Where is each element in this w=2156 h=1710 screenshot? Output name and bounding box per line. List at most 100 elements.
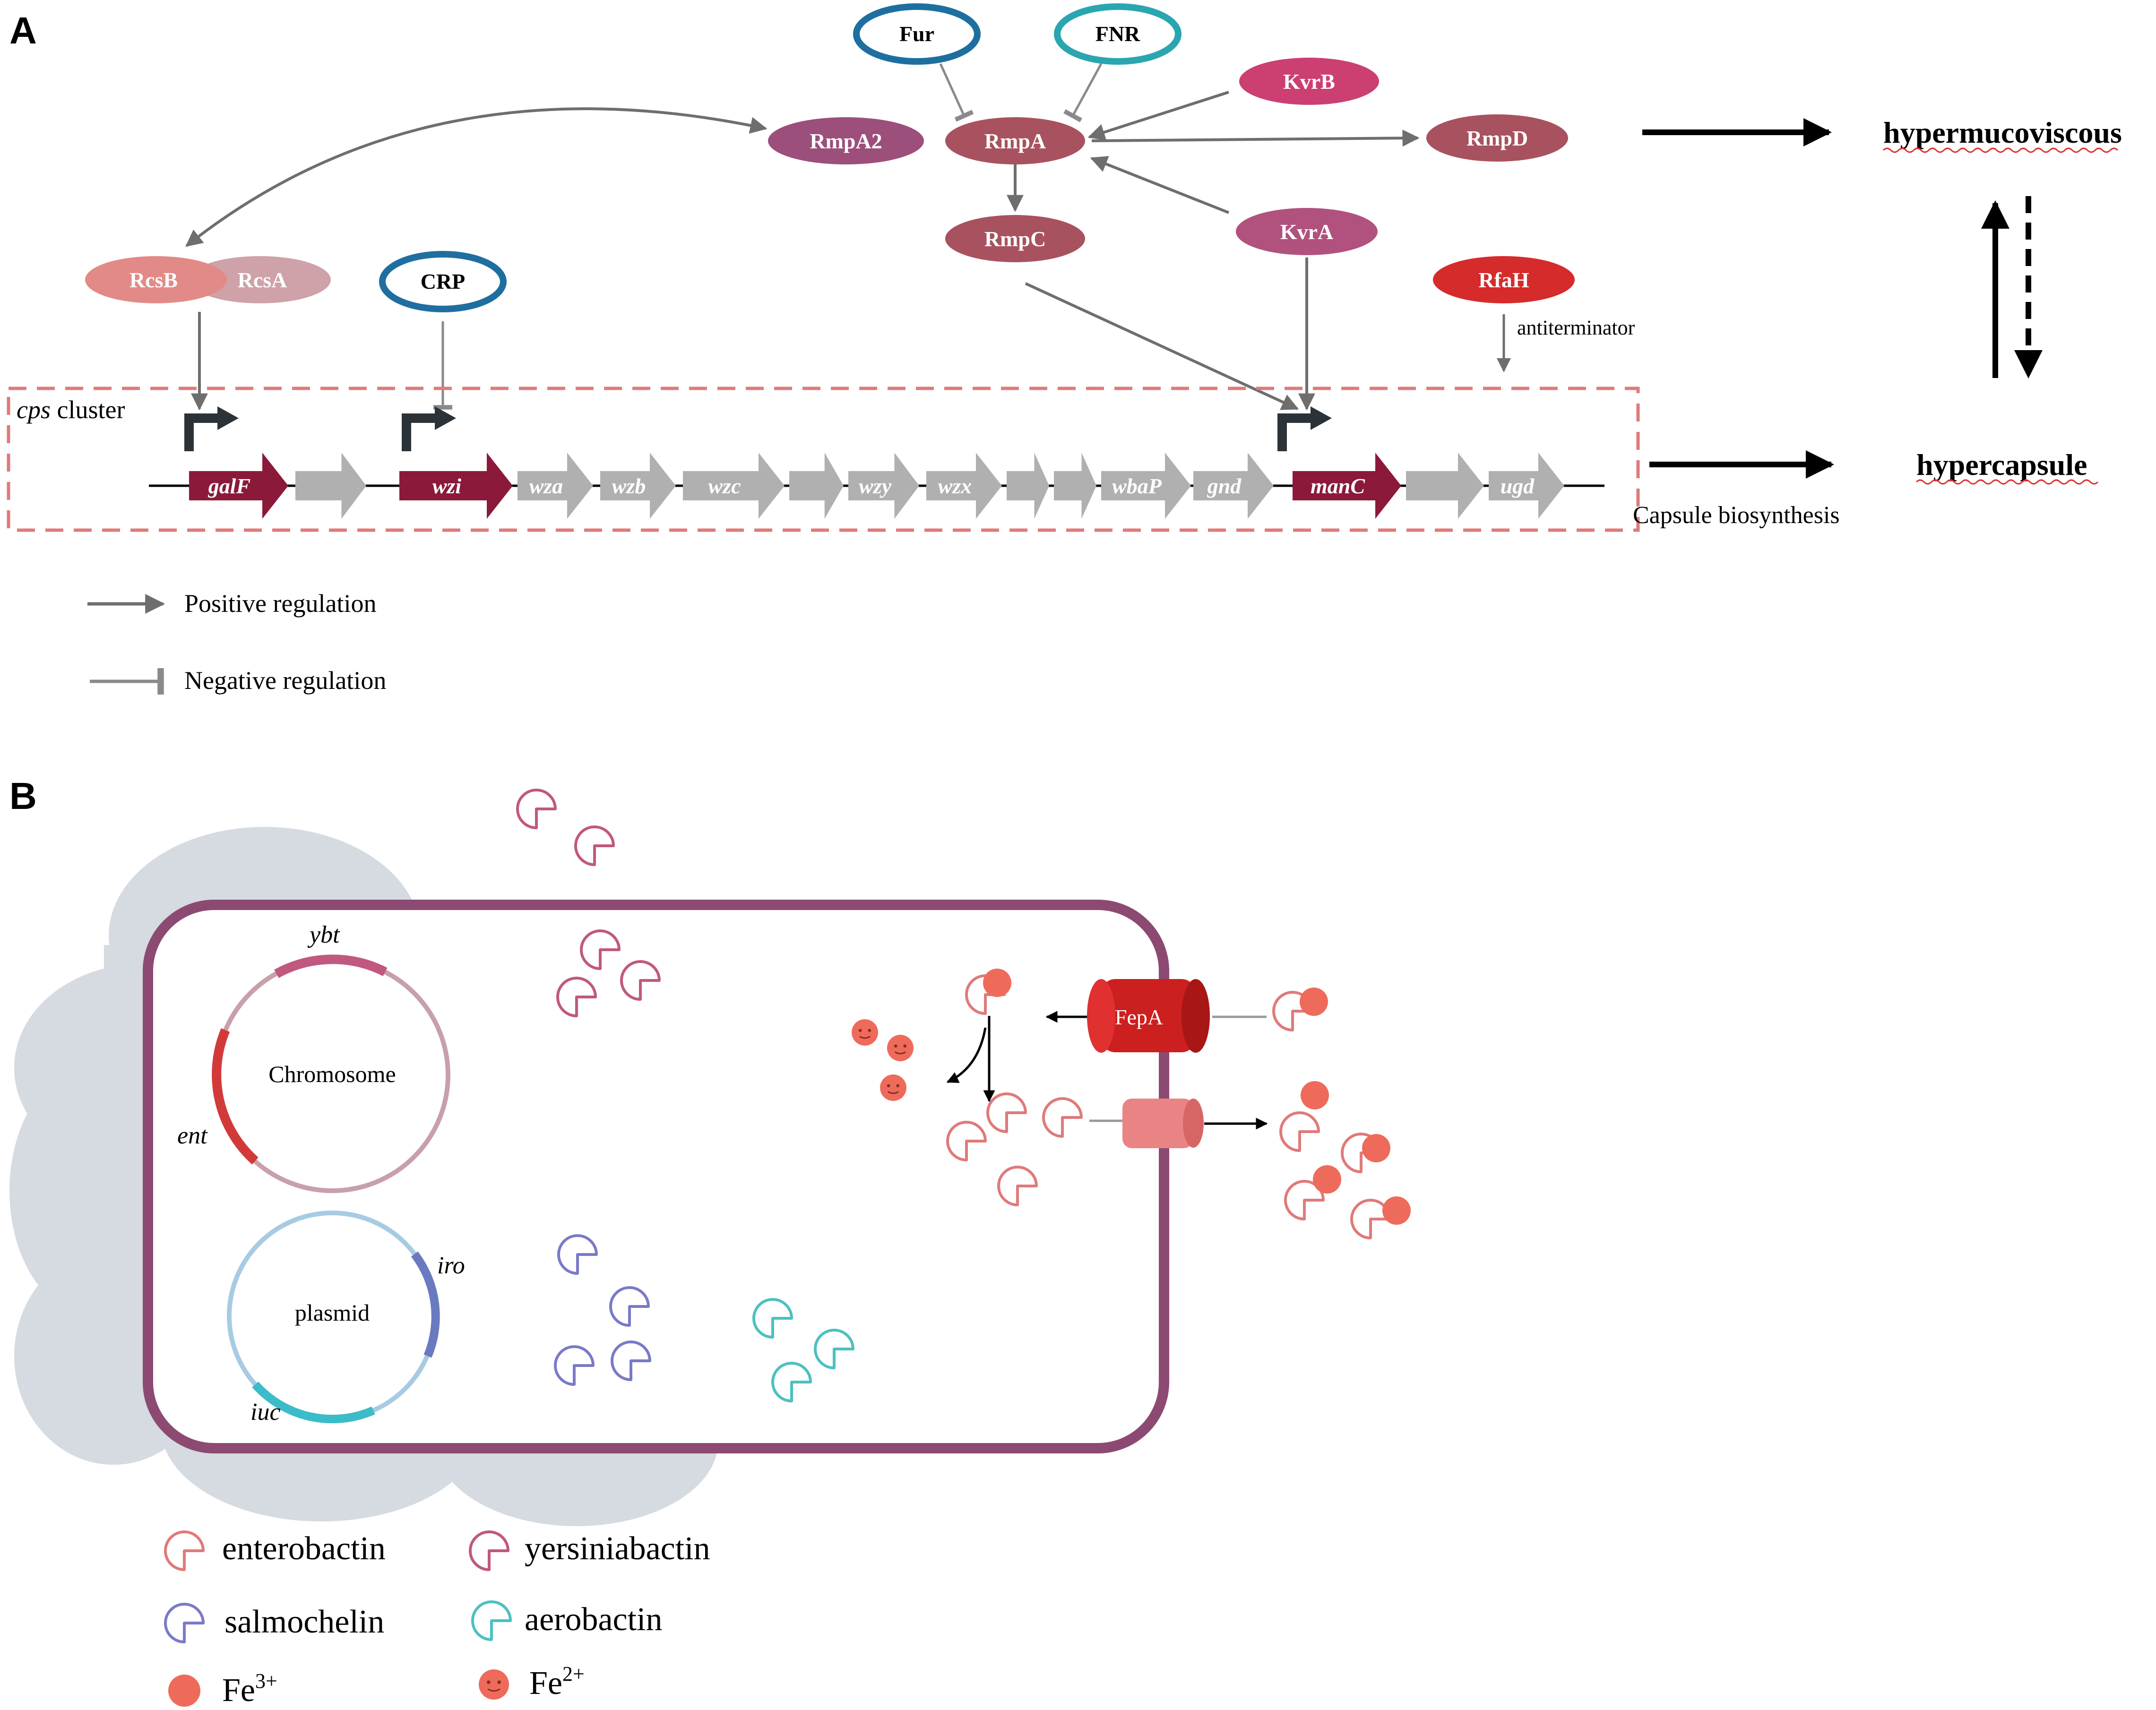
fepa-channel: FepA — [1087, 979, 1210, 1053]
gene-arrow — [399, 453, 513, 519]
fnr-inhibit-line — [1063, 63, 1103, 122]
ybt-segment — [274, 954, 388, 978]
siderophore-glyph — [469, 1530, 509, 1571]
gene-arrow — [1007, 453, 1049, 519]
kvrb-node: KvrB — [1239, 58, 1379, 105]
legend-b: enterobactin yersiniabactin salmochelin … — [164, 1530, 710, 1709]
rcsa-label: RcsA — [238, 268, 287, 292]
gene-arrow — [1101, 453, 1191, 519]
panel-b-label: B — [9, 775, 37, 817]
rcs-nodes: RcsB RcsA — [85, 256, 331, 303]
fe3-ion — [1313, 1165, 1341, 1194]
legend-positive-label: Positive regulation — [184, 589, 376, 618]
fnr-node: FNR — [1054, 3, 1181, 65]
promoter-manc — [1277, 413, 1315, 451]
fe3-ion — [1301, 1081, 1329, 1109]
siderophore-glyph — [611, 1341, 651, 1381]
promoter-wzi-head — [435, 406, 456, 430]
gene-arrow — [600, 453, 676, 519]
gene-arrow — [1489, 453, 1564, 519]
kvra-node: KvrA — [1236, 208, 1378, 255]
siderophore-glyph — [471, 1600, 512, 1641]
capsule-biosynthesis-label: Capsule biosynthesis — [1633, 502, 1840, 529]
fe2-ion — [479, 1669, 509, 1700]
iuc-segment — [252, 1382, 375, 1424]
fur-label: Fur — [899, 22, 934, 46]
rmpa2-label: RmpA2 — [810, 129, 882, 153]
rcs-rmpa2-curve — [185, 107, 768, 247]
rmpa-node: RmpA — [945, 117, 1085, 164]
siderophore-glyph — [752, 1298, 793, 1339]
rmpd-node: RmpD — [1426, 114, 1568, 162]
gene-label: wza — [529, 474, 563, 498]
siderophore-glyph — [771, 1362, 812, 1402]
fe3-ion — [1382, 1196, 1411, 1225]
panel-a-label: A — [9, 9, 37, 52]
gene-label: ugd — [1501, 474, 1535, 498]
cps-cluster-label: cps cluster — [17, 395, 125, 424]
siderophore-glyph — [1042, 1097, 1083, 1138]
siderophore-glyph — [997, 1166, 1038, 1206]
iro-segment — [411, 1251, 440, 1358]
legend-b-icons — [164, 1530, 512, 1707]
kvrb-label: KvrB — [1283, 69, 1335, 94]
gene-label: wzb — [612, 474, 646, 498]
chromosome-label: Chromosome — [268, 1061, 396, 1087]
gene-arrow — [848, 453, 919, 519]
gene-arrow — [1406, 453, 1484, 519]
siderophore-glyph — [609, 1286, 650, 1327]
gene-arrow — [189, 453, 288, 519]
siderophore-glyph — [946, 1121, 987, 1161]
siderophore-glyph — [1279, 1111, 1320, 1152]
gene-label: gnd — [1207, 474, 1242, 498]
efflux-pump — [1122, 1099, 1204, 1148]
ybt-label: ybt — [307, 921, 340, 948]
siderophore-glyph — [580, 929, 621, 970]
rmpa-rmpd-arrow — [1091, 129, 1420, 147]
gene-arrow — [789, 453, 844, 519]
gene-arrow — [517, 453, 593, 519]
gene-arrow — [683, 453, 785, 519]
gene-label: wzi — [432, 474, 462, 498]
legend-yersiniabactin: yersiniabactin — [525, 1530, 710, 1567]
promoter-manc-head — [1311, 406, 1332, 430]
ent-label: ent — [177, 1122, 208, 1149]
siderophore-glyph — [556, 977, 597, 1017]
rfah-node: RfaH — [1433, 256, 1575, 303]
rfah-label: RfaH — [1478, 268, 1529, 292]
fe3-ion — [983, 969, 1011, 997]
siderophore-glyph — [986, 1092, 1027, 1133]
gene-arrow — [1193, 453, 1274, 519]
fe2-ion — [887, 1035, 914, 1061]
promoter-wzi — [402, 413, 440, 451]
siderophore-glyph — [814, 1329, 854, 1369]
siderophore-glyph — [164, 1530, 205, 1571]
fnr-label: FNR — [1095, 22, 1140, 46]
siderophore-glyph — [554, 1345, 595, 1386]
gene-arrow — [1054, 453, 1096, 519]
fepa-label: FepA — [1115, 1005, 1163, 1029]
rmpc-node: RmpC — [945, 215, 1085, 262]
legend-fe2: Fe2+ — [529, 1662, 585, 1701]
antiterminator-label: antiterminator — [1517, 316, 1635, 339]
gene-label: wzx — [938, 474, 972, 498]
gene-label: wzy — [859, 474, 892, 498]
gene-label: wbaP — [1112, 474, 1162, 498]
fe3-ion — [168, 1675, 200, 1707]
hypercapsule-underline — [1915, 479, 2099, 485]
kvra-rmpa-arrow — [1090, 156, 1230, 214]
crp-node: CRP — [379, 251, 507, 312]
legend-salmochelin: salmochelin — [224, 1604, 384, 1640]
cps-cluster-box — [7, 387, 1640, 532]
iro-label: iro — [437, 1252, 465, 1279]
ent-segment — [212, 1028, 259, 1165]
kvrb-rmpa-arrow — [1087, 91, 1229, 141]
fur-node: Fur — [853, 3, 981, 65]
legend-negative-label: Negative regulation — [184, 666, 386, 695]
fur-inhibit-line — [939, 63, 974, 122]
gene-arrow — [926, 453, 1002, 519]
gene-arrow — [1293, 453, 1401, 519]
fe2-ion — [880, 1074, 906, 1101]
fe2-ion — [852, 1019, 878, 1046]
